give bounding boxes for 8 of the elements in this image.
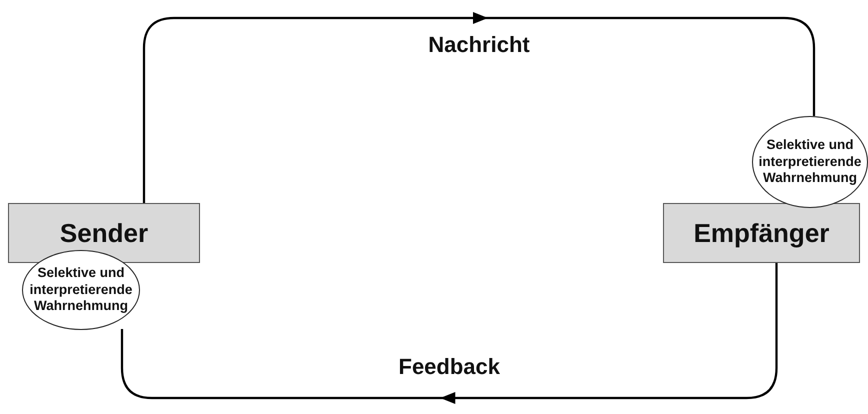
edge-label: Nachricht <box>428 32 530 58</box>
node-text: Selektive und interpretierende Wahrnehmung <box>28 264 134 316</box>
process-box <box>8 203 200 263</box>
edge-label: Feedback <box>398 354 500 380</box>
node-text: Sender <box>60 218 148 248</box>
node-text: Empfänger <box>694 218 830 248</box>
process-box <box>663 203 860 263</box>
node-text: Selektive und interpretierende Wahrnehmung <box>758 136 862 188</box>
